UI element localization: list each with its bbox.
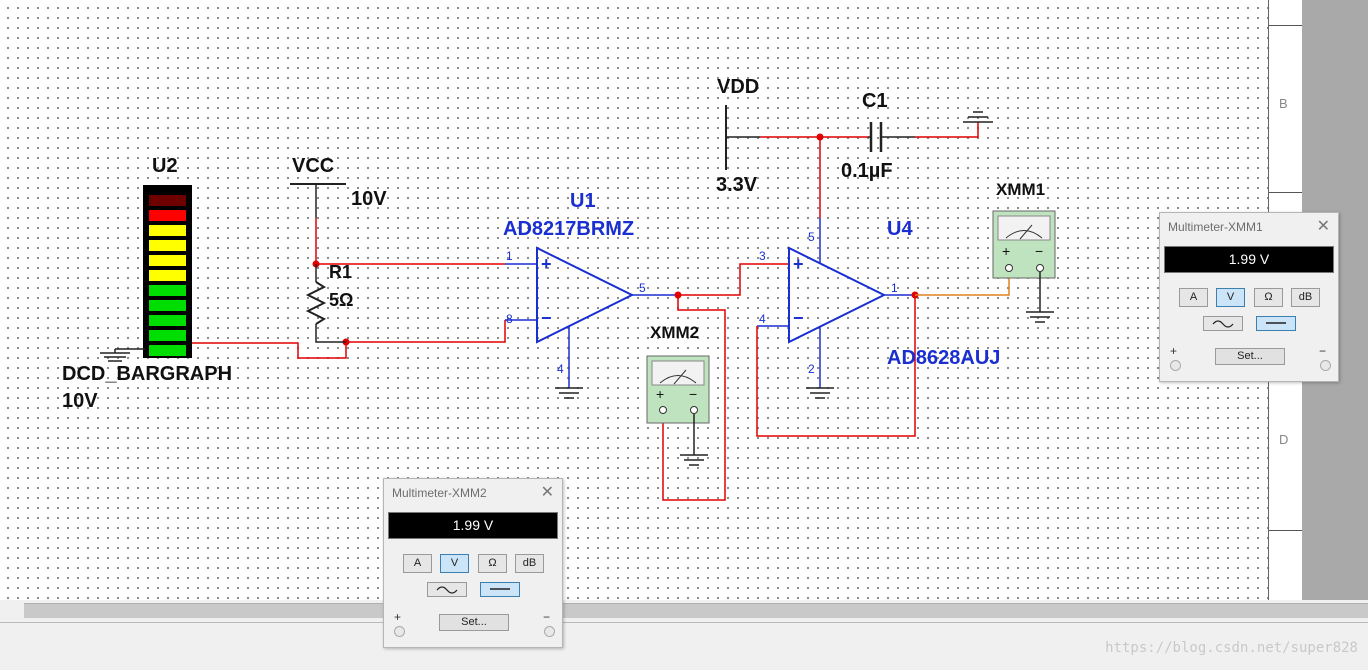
- bargraph-segment: [149, 195, 186, 206]
- u4-pin2: 2: [808, 362, 815, 376]
- resistor-r1[interactable]: [305, 281, 327, 325]
- xmm1-minus: −: [1035, 243, 1044, 259]
- wire-u1-out-to-u4-in[interactable]: [678, 263, 789, 296]
- dc-line-icon: [490, 588, 510, 590]
- multimeter-xmm2-panel[interactable]: Multimeter-XMM2 ✕ 1.99 V A V Ω dB + − Se…: [383, 478, 563, 648]
- plus-terminal-label: +: [1170, 344, 1178, 358]
- vdd-label[interactable]: VDD: [717, 76, 760, 98]
- close-icon[interactable]: ✕: [1316, 218, 1330, 235]
- bargraph-segment: [149, 315, 186, 326]
- xmm1-plus: +: [1002, 243, 1011, 259]
- u1-plus-sign: +: [541, 254, 552, 274]
- bargraph-segment: [149, 285, 186, 296]
- ohmmeter-button[interactable]: Ω: [1254, 288, 1283, 307]
- dc-mode-button[interactable]: [1256, 316, 1296, 331]
- plus-terminal[interactable]: [394, 626, 405, 637]
- bottom-area: [0, 600, 1368, 670]
- minus-terminal-label: −: [542, 610, 550, 624]
- minus-terminal[interactable]: [1320, 360, 1331, 371]
- u4-refdes[interactable]: U4: [887, 218, 913, 240]
- r1-refdes[interactable]: R1: [329, 262, 353, 282]
- plus-terminal[interactable]: [1170, 360, 1181, 371]
- u1-minus-sign: −: [541, 308, 552, 328]
- u2-value-label[interactable]: 10V: [62, 390, 98, 412]
- wire-to-xmm2[interactable]: [662, 295, 726, 501]
- voltmeter-button[interactable]: V: [440, 554, 469, 573]
- voltmeter-button[interactable]: V: [1216, 288, 1245, 307]
- vcc-value[interactable]: 10V: [351, 188, 387, 210]
- r1-value[interactable]: 5Ω: [329, 290, 354, 310]
- bargraph-segment: [149, 225, 186, 236]
- u4-pin3: 3: [759, 249, 766, 263]
- reading-display: 1.99 V: [388, 512, 558, 539]
- ac-mode-button[interactable]: [427, 582, 467, 597]
- opamp-u1[interactable]: [536, 246, 635, 344]
- schematic-drawing: [100, 105, 1056, 501]
- wire-u4-feedback[interactable]: [756, 295, 916, 437]
- u1-part-label[interactable]: AD8217BRMZ: [503, 218, 635, 240]
- multimeter-xmm1-panel[interactable]: Multimeter-XMM1 ✕ 1.99 V A V Ω dB + − Se…: [1159, 212, 1339, 382]
- c1-value[interactable]: 0.1µF: [841, 160, 893, 182]
- u4-plus-sign: +: [793, 254, 804, 274]
- vcc-label[interactable]: VCC: [292, 155, 335, 177]
- bargraph-segment: [149, 240, 186, 251]
- u1-pin1: 1: [506, 249, 513, 263]
- plus-terminal-label: +: [394, 610, 402, 624]
- decibel-button[interactable]: dB: [1291, 288, 1320, 307]
- bargraph-segment: [149, 300, 186, 311]
- c1-refdes[interactable]: C1: [862, 90, 888, 112]
- bargraph-segment: [149, 210, 186, 221]
- u4-pin4: 4: [759, 312, 766, 326]
- ohmmeter-button[interactable]: Ω: [478, 554, 507, 573]
- xmm1-refdes[interactable]: XMM1: [996, 180, 1046, 199]
- xmm2-minus: −: [689, 386, 698, 402]
- panel-title: Multimeter-XMM1: [1168, 220, 1263, 234]
- xmm2-refdes[interactable]: XMM2: [650, 323, 700, 342]
- opamp-u4[interactable]: [788, 246, 887, 344]
- u1-pin8: 8: [506, 312, 513, 326]
- horizontal-scrollbar[interactable]: [24, 603, 1368, 618]
- panel-title: Multimeter-XMM2: [392, 486, 487, 500]
- ammeter-button[interactable]: A: [403, 554, 432, 573]
- decibel-button[interactable]: dB: [515, 554, 544, 573]
- u2-part-label[interactable]: DCD_BARGRAPH: [62, 363, 233, 385]
- ac-mode-button[interactable]: [1203, 316, 1243, 331]
- set-button[interactable]: Set...: [1215, 348, 1285, 365]
- ac-wave-icon: [1212, 320, 1234, 328]
- border-zone-b: B: [1279, 96, 1288, 111]
- vdd-value[interactable]: 3.3V: [716, 174, 758, 196]
- ammeter-button[interactable]: A: [1179, 288, 1208, 307]
- dc-line-icon: [1266, 322, 1286, 324]
- minus-terminal[interactable]: [544, 626, 555, 637]
- close-icon[interactable]: ✕: [540, 484, 554, 501]
- border-zone-d: D: [1279, 432, 1289, 447]
- wire-bargraph-to-u1-pin8[interactable]: [192, 320, 506, 359]
- xmm2-plus: +: [656, 386, 665, 402]
- wire-vcc-to-u1-pin1[interactable]: [315, 218, 505, 265]
- u4-part-label[interactable]: AD8628AUJ: [887, 347, 1001, 369]
- ac-wave-icon: [436, 586, 458, 594]
- watermark: https://blog.csdn.net/super828: [1105, 640, 1358, 656]
- u1-pin5: 5: [639, 281, 646, 295]
- u4-minus-sign: −: [793, 308, 804, 328]
- minus-terminal-label: −: [1318, 344, 1326, 358]
- u4-pin5: 5: [808, 230, 815, 244]
- bargraph-segment: [149, 330, 186, 341]
- bargraph-segment: [149, 255, 186, 266]
- u1-pin4: 4: [557, 362, 564, 376]
- bargraph-segment: [149, 345, 186, 356]
- u4-pin1: 1: [891, 281, 898, 295]
- dc-mode-button[interactable]: [480, 582, 520, 597]
- bargraph-segment: [149, 270, 186, 281]
- u1-refdes[interactable]: U1: [570, 190, 596, 212]
- bargraph-segments: [149, 195, 186, 356]
- reading-display: 1.99 V: [1164, 246, 1334, 273]
- schematic-canvas[interactable]: U2 DCD_BARGRAPH 10V VCC 10V R1 5Ω U1 AD8…: [0, 0, 1268, 600]
- set-button[interactable]: Set...: [439, 614, 509, 631]
- u2-refdes[interactable]: U2: [152, 155, 178, 177]
